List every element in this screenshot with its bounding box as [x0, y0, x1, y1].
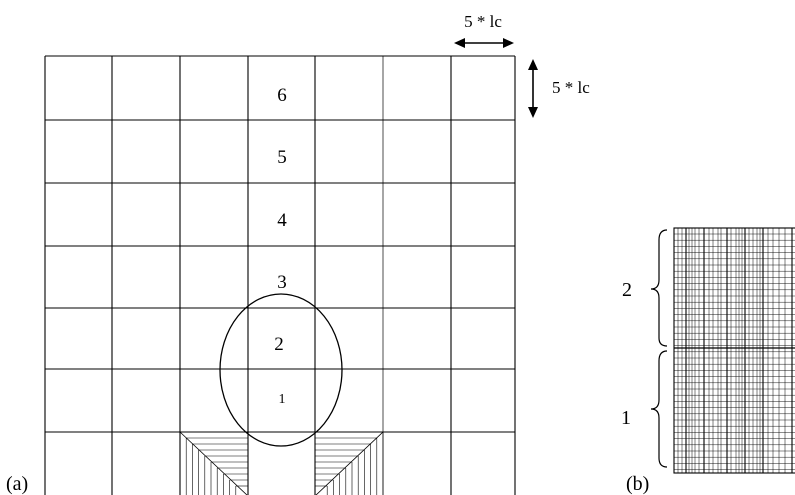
brace-label-lower: 1 — [621, 407, 631, 429]
row-number-1: 1 — [279, 392, 286, 407]
width-dimension-label: 5 * lc — [464, 12, 502, 31]
panel-a-region-ellipse — [219, 293, 343, 447]
height-dimension-label: 5 * lc — [552, 78, 590, 97]
row-number-2: 2 — [274, 334, 284, 355]
row-number-3: 3 — [277, 272, 287, 293]
panel-b-label: (b) — [626, 473, 649, 495]
panel-a-notch — [247, 432, 316, 495]
panel-a-label: (a) — [6, 473, 28, 495]
panel-a-row-numbers: 6 5 4 3 2 1 — [274, 85, 287, 407]
panel-b-frame — [673, 227, 795, 474]
panel-a-refined-fan-right — [315, 431, 384, 495]
panel-b-refined-mesh — [674, 228, 795, 473]
row-number-5: 5 — [277, 147, 287, 168]
brace-upper — [650, 229, 668, 347]
panel-a-mesh-grid — [44, 55, 516, 495]
row-number-4: 4 — [277, 210, 287, 231]
row-number-6: 6 — [277, 85, 287, 106]
width-dimension-arrow — [454, 38, 514, 48]
brace-label-upper: 2 — [622, 279, 632, 301]
brace-lower — [650, 350, 668, 468]
panel-a-refined-fan-left — [179, 431, 248, 495]
height-dimension-arrow — [528, 59, 538, 118]
panel-b-braces — [650, 229, 668, 468]
